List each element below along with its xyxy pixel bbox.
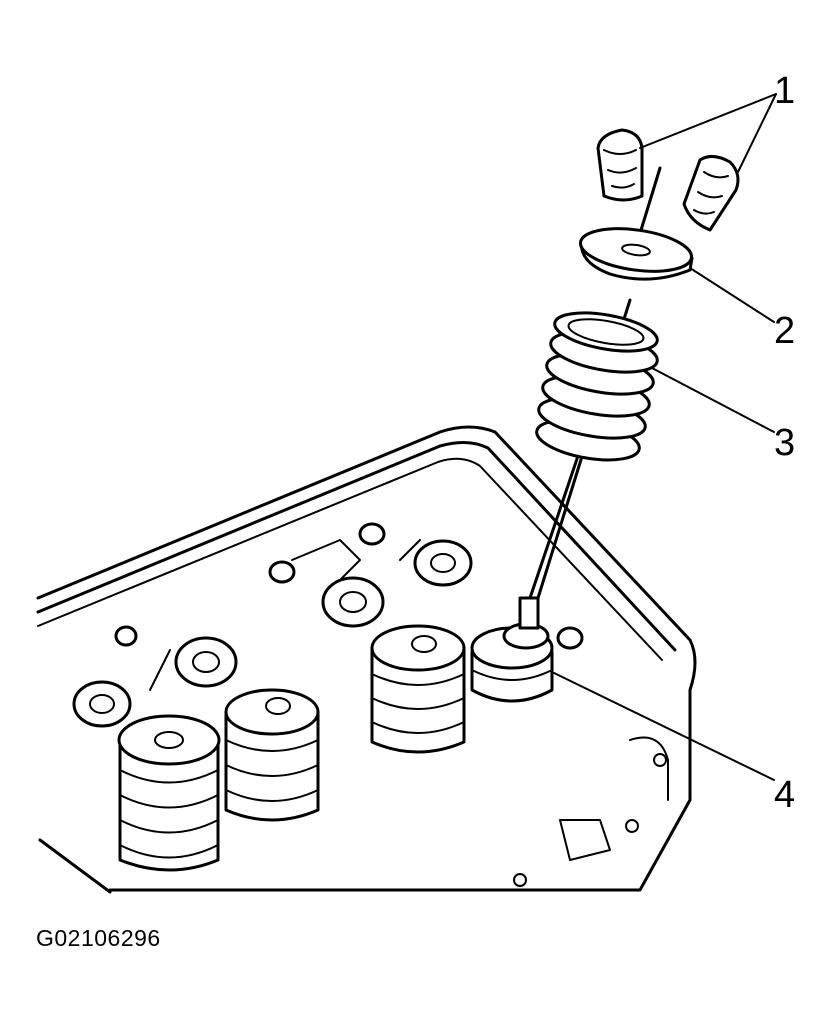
leader-lines [551, 93, 777, 781]
valve-stem-seal [470, 622, 554, 703]
rocker-bosses [72, 522, 584, 728]
installed-spring-1 [117, 714, 221, 872]
installed-spring-3 [370, 624, 466, 754]
callout-1: 1 [774, 70, 796, 112]
callout-2: 2 [774, 310, 796, 352]
callout-4: 4 [774, 774, 796, 816]
valve-keys [596, 128, 740, 232]
valve-spring-retainer [578, 227, 694, 281]
valve-spring [535, 311, 659, 462]
callout-3: 3 [774, 422, 796, 464]
installed-spring-2 [224, 688, 320, 822]
cylinder-head [36, 425, 697, 894]
figure-id: G02106296 [36, 925, 161, 951]
